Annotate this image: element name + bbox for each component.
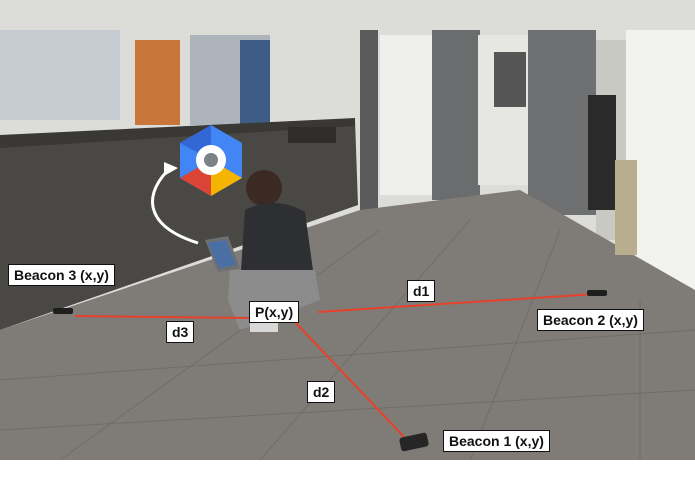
line-d1: [317, 293, 597, 313]
beacon-1-label: Beacon 1 (x,y): [443, 430, 550, 452]
cloud-hexagon-logo-icon: [180, 125, 242, 196]
curved-arrow-head: [164, 162, 178, 176]
beacon-2-phone: [587, 290, 607, 296]
d2-label: d2: [307, 381, 336, 403]
door-white: [380, 35, 435, 195]
pillar-3: [528, 30, 596, 215]
window-left: [0, 30, 120, 120]
line-d3: [74, 315, 253, 319]
pillar-2: [432, 30, 480, 200]
floor-tiles: [0, 219, 695, 461]
notice-board: [494, 52, 526, 107]
beacon-2-label: Beacon 2 (x,y): [537, 309, 644, 331]
beacon-3-label: Beacon 3 (x,y): [8, 264, 115, 286]
d1-label: d1: [407, 280, 436, 302]
curved-arrow-icon: [151, 168, 199, 245]
blue-panel: [240, 40, 270, 125]
nameplate: [288, 127, 336, 143]
line-d2: [294, 321, 406, 439]
laptop: [205, 236, 240, 272]
pillar-1: [360, 30, 378, 210]
orange-door: [135, 40, 180, 125]
beacon-3-phone: [53, 308, 73, 314]
d3-label: d3: [166, 321, 195, 343]
person-right-edge: [615, 160, 637, 255]
floor: [0, 190, 695, 460]
counter-top: [0, 118, 355, 148]
seated-person: [228, 170, 320, 332]
person-background: [588, 95, 616, 210]
beacon-1-phone: [399, 432, 429, 452]
bottom-band: [0, 460, 695, 494]
distance-lines: [74, 293, 597, 439]
right-wall: [626, 30, 695, 300]
position-label: P(x,y): [249, 301, 300, 323]
